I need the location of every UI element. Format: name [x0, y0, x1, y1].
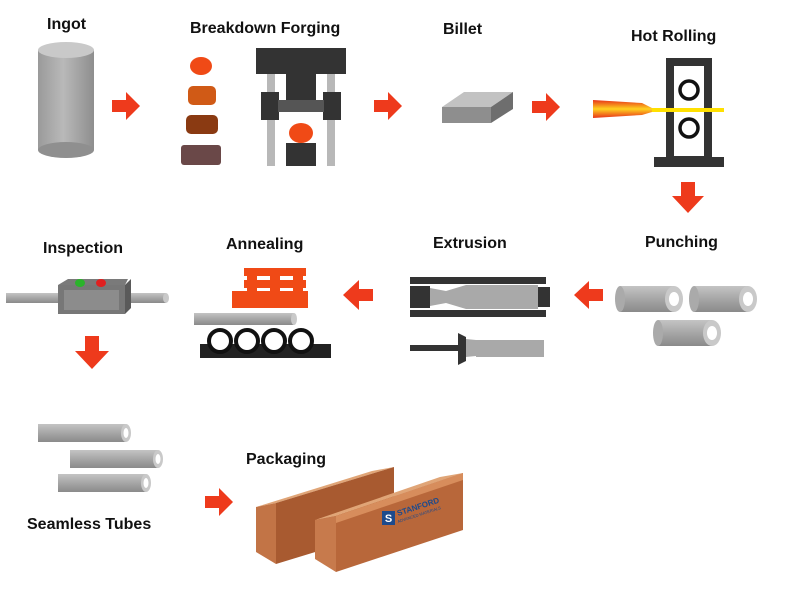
step-label-annealing: Annealing: [226, 236, 304, 253]
step-label-ingot: Ingot: [47, 16, 87, 33]
step-label-hot-rolling: Hot Rolling: [631, 28, 717, 45]
arrow-left-icon: [574, 281, 603, 309]
ingot-icon: [38, 42, 94, 158]
arrow-left-icon: [343, 280, 373, 310]
annealing-furnace-icon: [194, 268, 331, 358]
arrow-down-icon: [75, 336, 109, 369]
step-label-punching: Punching: [645, 234, 718, 251]
step-label-billet: Billet: [443, 21, 483, 38]
step-label-extrusion: Extrusion: [433, 235, 507, 252]
punched-tubes-icon: [615, 286, 757, 346]
arrow-right-icon: [532, 93, 560, 121]
arrow-down-icon: [672, 182, 704, 213]
seamless-tubes-icon: [38, 424, 163, 492]
forging-press-icon: [256, 48, 346, 166]
hot-rolling-mill-icon: [593, 58, 724, 167]
step-label-packaging: Packaging: [246, 451, 327, 468]
forging-stages-icon: [181, 57, 221, 165]
wooden-crates-icon: [256, 467, 463, 572]
step-label-inspection: Inspection: [43, 240, 124, 257]
step-label-breakdown-forging: Breakdown Forging: [190, 20, 341, 37]
billet-icon: [442, 92, 513, 123]
svg-text:S: S: [385, 513, 392, 525]
step-label-seamless-tubes: Seamless Tubes: [27, 516, 152, 533]
inspection-station-icon: [6, 279, 169, 314]
arrow-right-icon: [112, 92, 140, 120]
arrow-right-icon: [205, 488, 233, 516]
extrusion-press-icon: [410, 277, 550, 365]
arrow-right-icon: [374, 92, 402, 120]
